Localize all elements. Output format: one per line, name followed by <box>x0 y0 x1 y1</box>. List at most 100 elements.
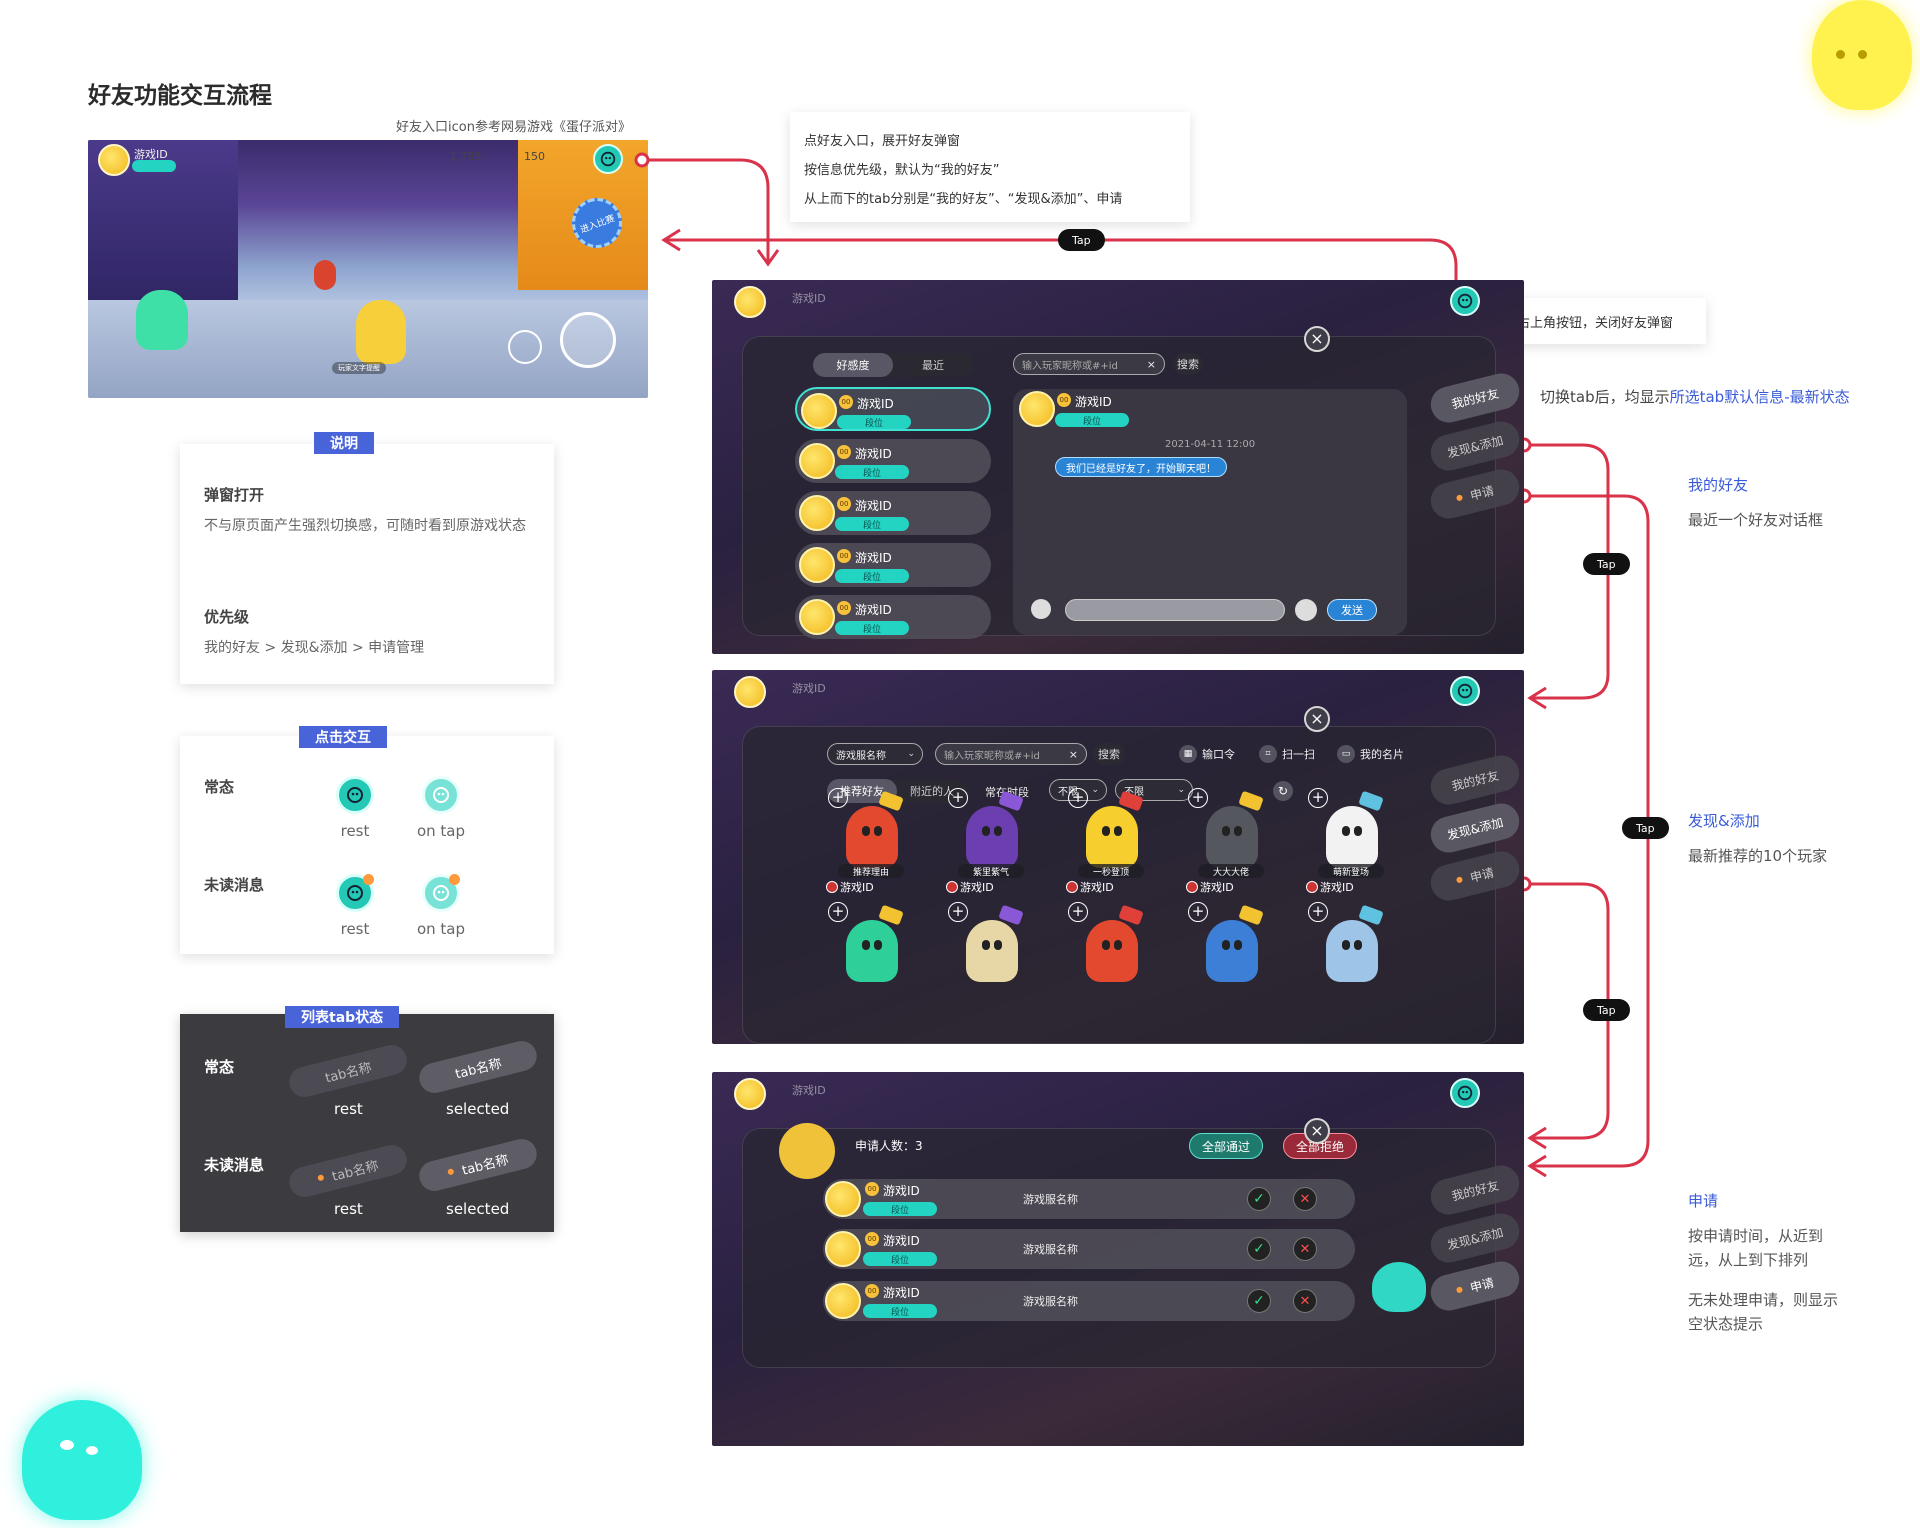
close-popup-button[interactable]: × <box>1304 1118 1330 1144</box>
add-friend-plus-icon[interactable]: + <box>828 788 848 808</box>
friend-entry-icon[interactable] <box>1450 1078 1480 1108</box>
reject-x-icon[interactable]: ✕ <box>1293 1289 1317 1313</box>
reject-x-icon[interactable]: ✕ <box>1293 1187 1317 1211</box>
tap-badge: Tap <box>1058 229 1105 251</box>
keypad-icon: ▦ <box>1179 745 1197 763</box>
hud-avatar[interactable] <box>98 144 130 176</box>
caption-rest: rest <box>334 1100 363 1118</box>
friend-face-icon <box>347 787 363 803</box>
friend-icon-on-tap <box>422 776 460 814</box>
friend-icon-rest <box>336 776 374 814</box>
character-eye <box>1234 940 1242 950</box>
recommended-player-card[interactable]: +大大大佬游戏ID <box>1186 788 1266 894</box>
friend-row[interactable]: 00 游戏ID 段位 <box>795 595 991 639</box>
recommended-player-card[interactable]: + <box>828 902 906 1006</box>
friend-entry-icon[interactable] <box>593 144 623 174</box>
recommended-player-card[interactable]: + <box>1188 902 1266 1006</box>
add-friend-plus-icon[interactable]: + <box>1188 788 1208 808</box>
add-friend-plus-icon[interactable]: + <box>828 902 848 922</box>
password-action[interactable]: ▦输口令 <box>1179 745 1235 763</box>
tab-switch-note: 切换tab后，均显示所选tab默认信息-最新状态 <box>1540 386 1850 407</box>
action-button[interactable] <box>560 312 616 368</box>
approve-all-button[interactable]: 全部通过 <box>1189 1133 1263 1159</box>
server-dropdown[interactable]: 游戏服名称⌄ <box>827 743 923 765</box>
friend-name: 游戏ID <box>855 447 892 461</box>
close-popup-button[interactable]: × <box>1304 706 1330 732</box>
close-popup-button[interactable]: × <box>1304 326 1330 352</box>
recommended-player-card[interactable]: + <box>948 902 1026 1006</box>
request-rank: 段位 <box>863 1202 937 1216</box>
entry-note-line: 从上而下的tab分别是“我的好友”、“发现&添加”、申请 <box>804 192 1123 207</box>
player-character <box>1326 920 1378 982</box>
approve-check-icon[interactable]: ✓ <box>1247 1237 1271 1261</box>
recommended-player-card[interactable]: +萌新登场游戏ID <box>1306 788 1386 894</box>
player-character <box>966 920 1018 982</box>
add-friend-plus-icon[interactable]: + <box>1308 788 1328 808</box>
level-badge: 00 <box>837 497 851 511</box>
add-friend-plus-icon[interactable]: + <box>1068 902 1088 922</box>
recommended-player-card[interactable]: +紫里紫气游戏ID <box>946 788 1026 894</box>
note-requests-desc1: 按申请时间，从近到远，从上到下排列 <box>1688 1227 1824 1269</box>
friend-entry-icon[interactable] <box>1450 676 1480 706</box>
recommended-player-card[interactable]: +推荐理由游戏ID <box>826 788 906 894</box>
period-filter-b-value: 不限 <box>1124 786 1144 798</box>
recommended-player-card[interactable]: +一秒登顶游戏ID <box>1066 788 1146 894</box>
friends-search-input[interactable]: 输入玩家昵称或#+id× <box>1013 353 1165 375</box>
joystick-ring[interactable] <box>508 330 542 364</box>
add-friend-plus-icon[interactable]: + <box>948 902 968 922</box>
clear-icon[interactable]: × <box>1068 747 1078 761</box>
character-eye <box>1114 826 1122 836</box>
level-badge: 00 <box>1057 393 1071 407</box>
player-character <box>846 920 898 982</box>
player-character <box>1206 806 1258 868</box>
refresh-icon[interactable]: ↻ <box>1273 781 1293 801</box>
clear-icon[interactable]: × <box>1146 357 1156 371</box>
recommended-player-card[interactable]: + <box>1068 902 1146 1006</box>
arrow-open-popup <box>642 158 770 262</box>
friend-entry-icon[interactable] <box>1450 286 1480 316</box>
hud-player-id: 游戏ID <box>792 292 826 305</box>
friends-search-button[interactable]: 搜索 <box>1173 353 1203 375</box>
chat-input[interactable] <box>1065 599 1285 621</box>
hud-currency-b: 150 <box>524 150 545 163</box>
segment-recent[interactable]: 最近 <box>922 359 944 372</box>
teal-mascot-eye <box>60 1440 74 1450</box>
discover-search-input[interactable]: 输入玩家昵称或#+id× <box>935 743 1087 765</box>
add-friend-plus-icon[interactable]: + <box>948 788 968 808</box>
friend-row[interactable]: 00 游戏ID 段位 <box>795 439 991 483</box>
segment-favor[interactable]: 好感度 <box>813 353 893 377</box>
recommended-player-card[interactable]: + <box>1308 902 1386 1006</box>
hud-player-id: 游戏ID <box>792 1084 826 1097</box>
player-character <box>1206 920 1258 982</box>
request-avatar <box>825 1283 861 1319</box>
send-button[interactable]: 发送 <box>1327 599 1377 621</box>
discover-search-button[interactable]: 搜索 <box>1093 743 1125 765</box>
reject-x-icon[interactable]: ✕ <box>1293 1237 1317 1261</box>
add-friend-plus-icon[interactable]: + <box>1068 788 1088 808</box>
request-avatar <box>825 1181 861 1217</box>
friend-row[interactable]: 00 游戏ID 段位 <box>795 543 991 587</box>
friend-row[interactable]: 00 游戏ID 段位 <box>795 387 991 431</box>
add-friend-plus-icon[interactable]: + <box>1188 902 1208 922</box>
friend-face-icon <box>347 885 363 901</box>
friend-face-icon <box>433 787 449 803</box>
segment-nearby[interactable]: 附近的人 <box>910 785 954 798</box>
emoji-icon[interactable] <box>1295 599 1317 621</box>
tab-row-unread: 未读消息 <box>204 1156 265 1174</box>
card-action[interactable]: ▭我的名片 <box>1337 745 1404 763</box>
requests-count: 申请人数：3 <box>855 1139 923 1153</box>
hud-avatar <box>734 286 766 318</box>
tab-card-label: 列表tab状态 <box>285 1006 400 1028</box>
add-friend-plus-icon[interactable]: + <box>1308 902 1328 922</box>
voice-icon[interactable] <box>1031 599 1051 619</box>
friend-row[interactable]: 00 游戏ID 段位 <box>795 491 991 535</box>
player-id: 游戏ID <box>1066 879 1114 895</box>
approve-check-icon[interactable]: ✓ <box>1247 1289 1271 1313</box>
player-character <box>846 806 898 868</box>
scan-action[interactable]: ⌗扫一扫 <box>1259 745 1315 763</box>
player-id-text: 游戏ID <box>1200 881 1234 894</box>
character-eye <box>874 826 882 836</box>
player-id: 游戏ID <box>826 879 874 895</box>
approve-check-icon[interactable]: ✓ <box>1247 1187 1271 1211</box>
chat-timestamp: 2021-04-11 12:00 <box>1165 439 1256 450</box>
